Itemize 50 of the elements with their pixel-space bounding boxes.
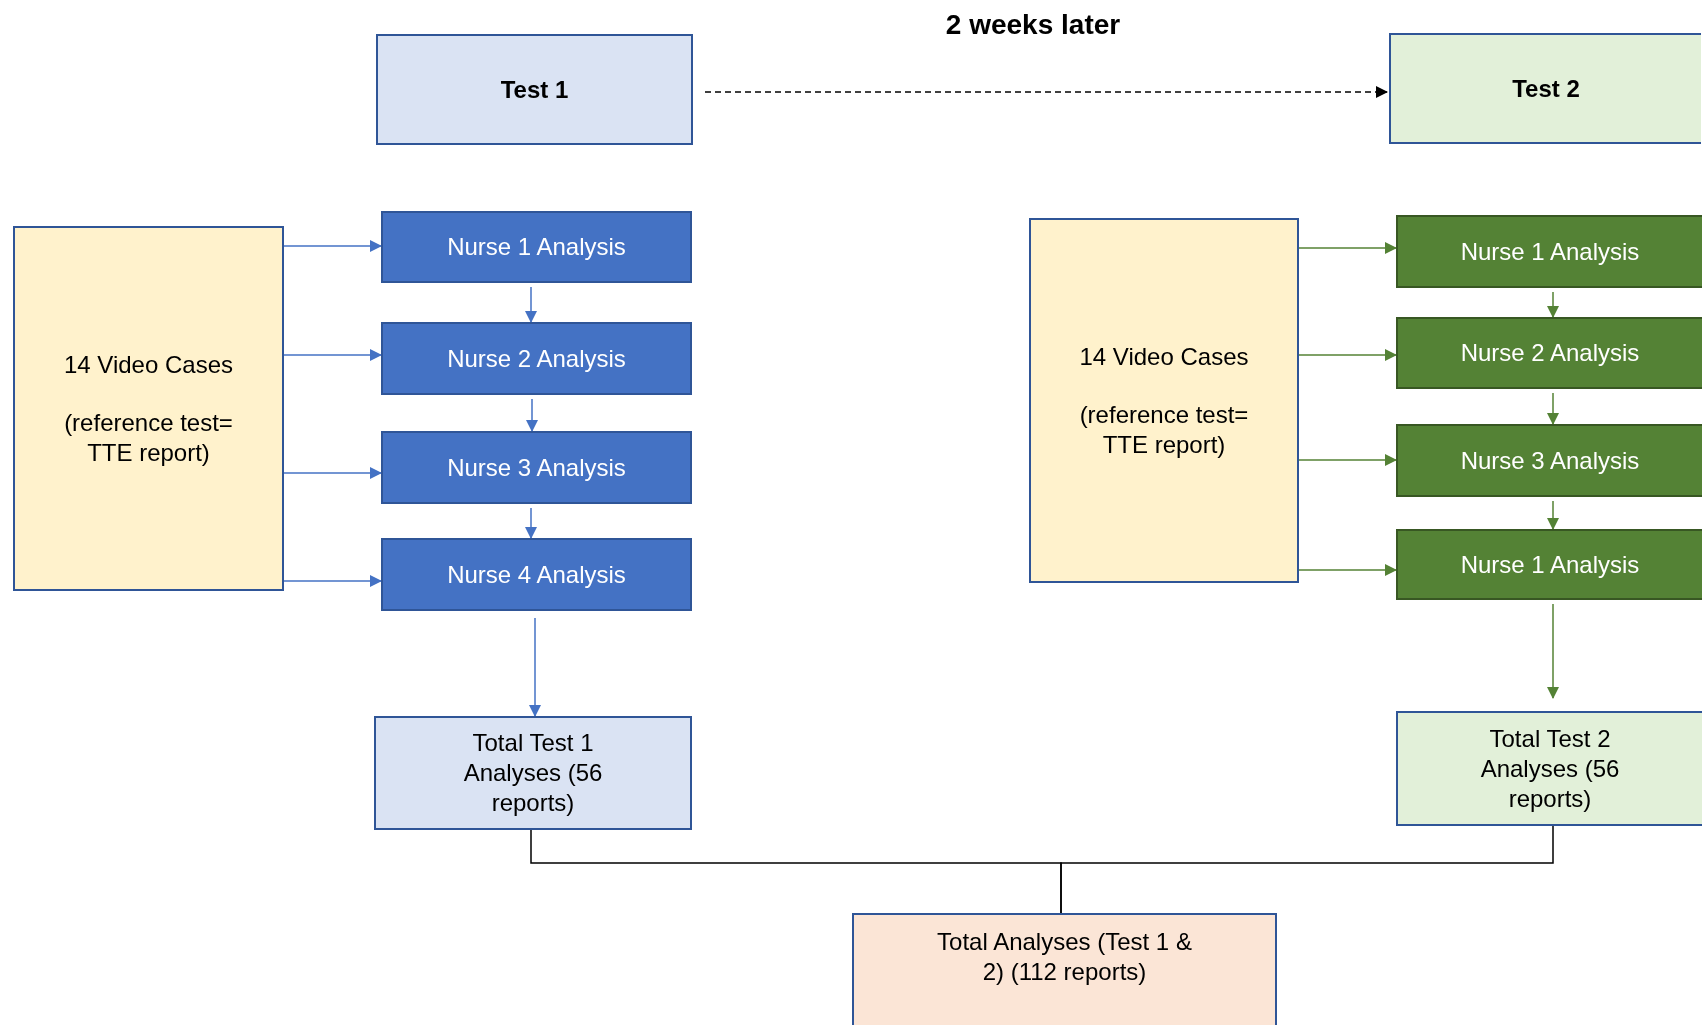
- node-text: Total Analyses (Test 1 & 2) (112 reports): [936, 927, 1193, 987]
- total-box: [374, 716, 692, 830]
- arrow: [526, 398, 538, 432]
- node-text: Total Test 1 Analyses (56 reports): [462, 728, 604, 818]
- process-box: [381, 431, 692, 504]
- arrow: [1547, 291, 1559, 318]
- connector-line: [1060, 825, 1554, 914]
- arrow: [1298, 564, 1397, 576]
- node-text: Nurse 4 Analysis: [447, 559, 626, 590]
- arrow: [1298, 242, 1397, 254]
- arrow: [283, 349, 382, 361]
- node-text: Test 2: [1512, 73, 1580, 104]
- node-text: Nurse 1 Analysis: [1460, 236, 1640, 267]
- arrow: [525, 507, 537, 539]
- node-text: 14 Video Cases: [64, 349, 233, 380]
- process-box: [1396, 317, 1702, 389]
- total-box: [1396, 711, 1702, 826]
- process-box: [1396, 529, 1702, 600]
- test-box: [1389, 33, 1701, 144]
- node-text: (reference test= TTE report): [1078, 399, 1250, 460]
- arrow: [1298, 454, 1397, 466]
- node-text: Nurse 2 Analysis: [447, 343, 626, 374]
- node-text: Nurse 3 Analysis: [1460, 445, 1640, 476]
- arrow: [1547, 500, 1559, 530]
- node-text: Nurse 3 Analysis: [447, 452, 626, 483]
- process-box: [1396, 424, 1702, 497]
- arrow: [283, 575, 382, 587]
- arrow: [525, 286, 537, 323]
- arrow: [283, 240, 382, 252]
- node-text: Nurse 1 Analysis: [1460, 549, 1640, 580]
- test-box: [376, 34, 693, 145]
- node-text: Total Test 2 Analyses (56 reports): [1479, 723, 1621, 814]
- arrow: [1547, 603, 1559, 699]
- cases-box: [13, 226, 284, 591]
- process-box: [1396, 215, 1702, 288]
- process-box: [381, 211, 692, 283]
- process-box: [381, 322, 692, 395]
- arrow: [1298, 349, 1397, 361]
- cases-box: [1029, 218, 1299, 583]
- process-box: [381, 538, 692, 611]
- node-text: (reference test= TTE report): [63, 407, 234, 468]
- node-text: 14 Video Cases: [1079, 341, 1249, 372]
- arrow: [704, 86, 1388, 98]
- node-text: Test 1: [500, 74, 569, 105]
- arrow: [283, 467, 382, 479]
- total-box: [852, 913, 1277, 1025]
- arrow: [1547, 392, 1559, 425]
- node-text: Nurse 2 Analysis: [1460, 338, 1640, 368]
- arrow: [529, 617, 541, 717]
- node-text: Nurse 1 Analysis: [447, 232, 626, 262]
